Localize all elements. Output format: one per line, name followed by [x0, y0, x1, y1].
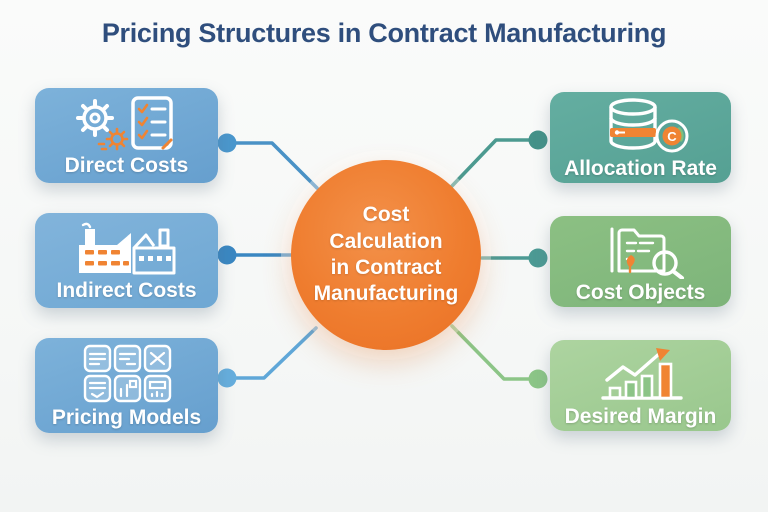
database-rate-icon: C [608, 97, 688, 152]
node-indirect-costs: Indirect Costs [35, 213, 218, 308]
connector-dot [528, 248, 548, 268]
node-label: Allocation Rate [564, 156, 717, 180]
node-label: Cost Objects [575, 280, 706, 304]
node-label: Indirect Costs [56, 278, 197, 302]
center-line: Calculation [329, 229, 443, 253]
document-search-icon [610, 227, 684, 279]
connector-dot [528, 130, 548, 150]
connector-direct-costs [225, 141, 319, 190]
pricing-grid-icon [83, 344, 171, 402]
connector-pricing-models [225, 326, 318, 380]
connector-dot [217, 368, 237, 388]
rate-badge-letter: C [667, 129, 677, 144]
connector-dot [217, 245, 237, 265]
node-cost-objects: Cost Objects [550, 216, 731, 307]
node-pricing-models: Pricing Models [35, 338, 218, 433]
gears-checklist-icon [75, 95, 173, 150]
node-desired-margin: Desired Margin [550, 340, 731, 431]
center-line: in Contract [330, 256, 442, 279]
center-line: Cost [362, 203, 410, 227]
connector-allocation-rate [450, 138, 540, 188]
node-direct-costs: Direct Costs [35, 88, 218, 183]
page-title: Pricing Structures in Contract Manufactu… [101, 18, 667, 48]
node-allocation-rate: C Allocation Rate [550, 92, 731, 183]
factory-icon [78, 222, 175, 274]
center-line: Manufacturing [313, 282, 459, 306]
connector-dot [217, 133, 237, 153]
node-label: Desired Margin [564, 404, 717, 428]
connector-dot [528, 369, 548, 389]
connector-desired-margin [450, 324, 540, 381]
node-label: Pricing Models [51, 405, 202, 429]
center-node-cost-calculation: Cost Calculation in Contract Manufacturi… [291, 160, 481, 350]
growth-chart-icon [600, 347, 683, 400]
node-label: Direct Costs [64, 153, 189, 177]
